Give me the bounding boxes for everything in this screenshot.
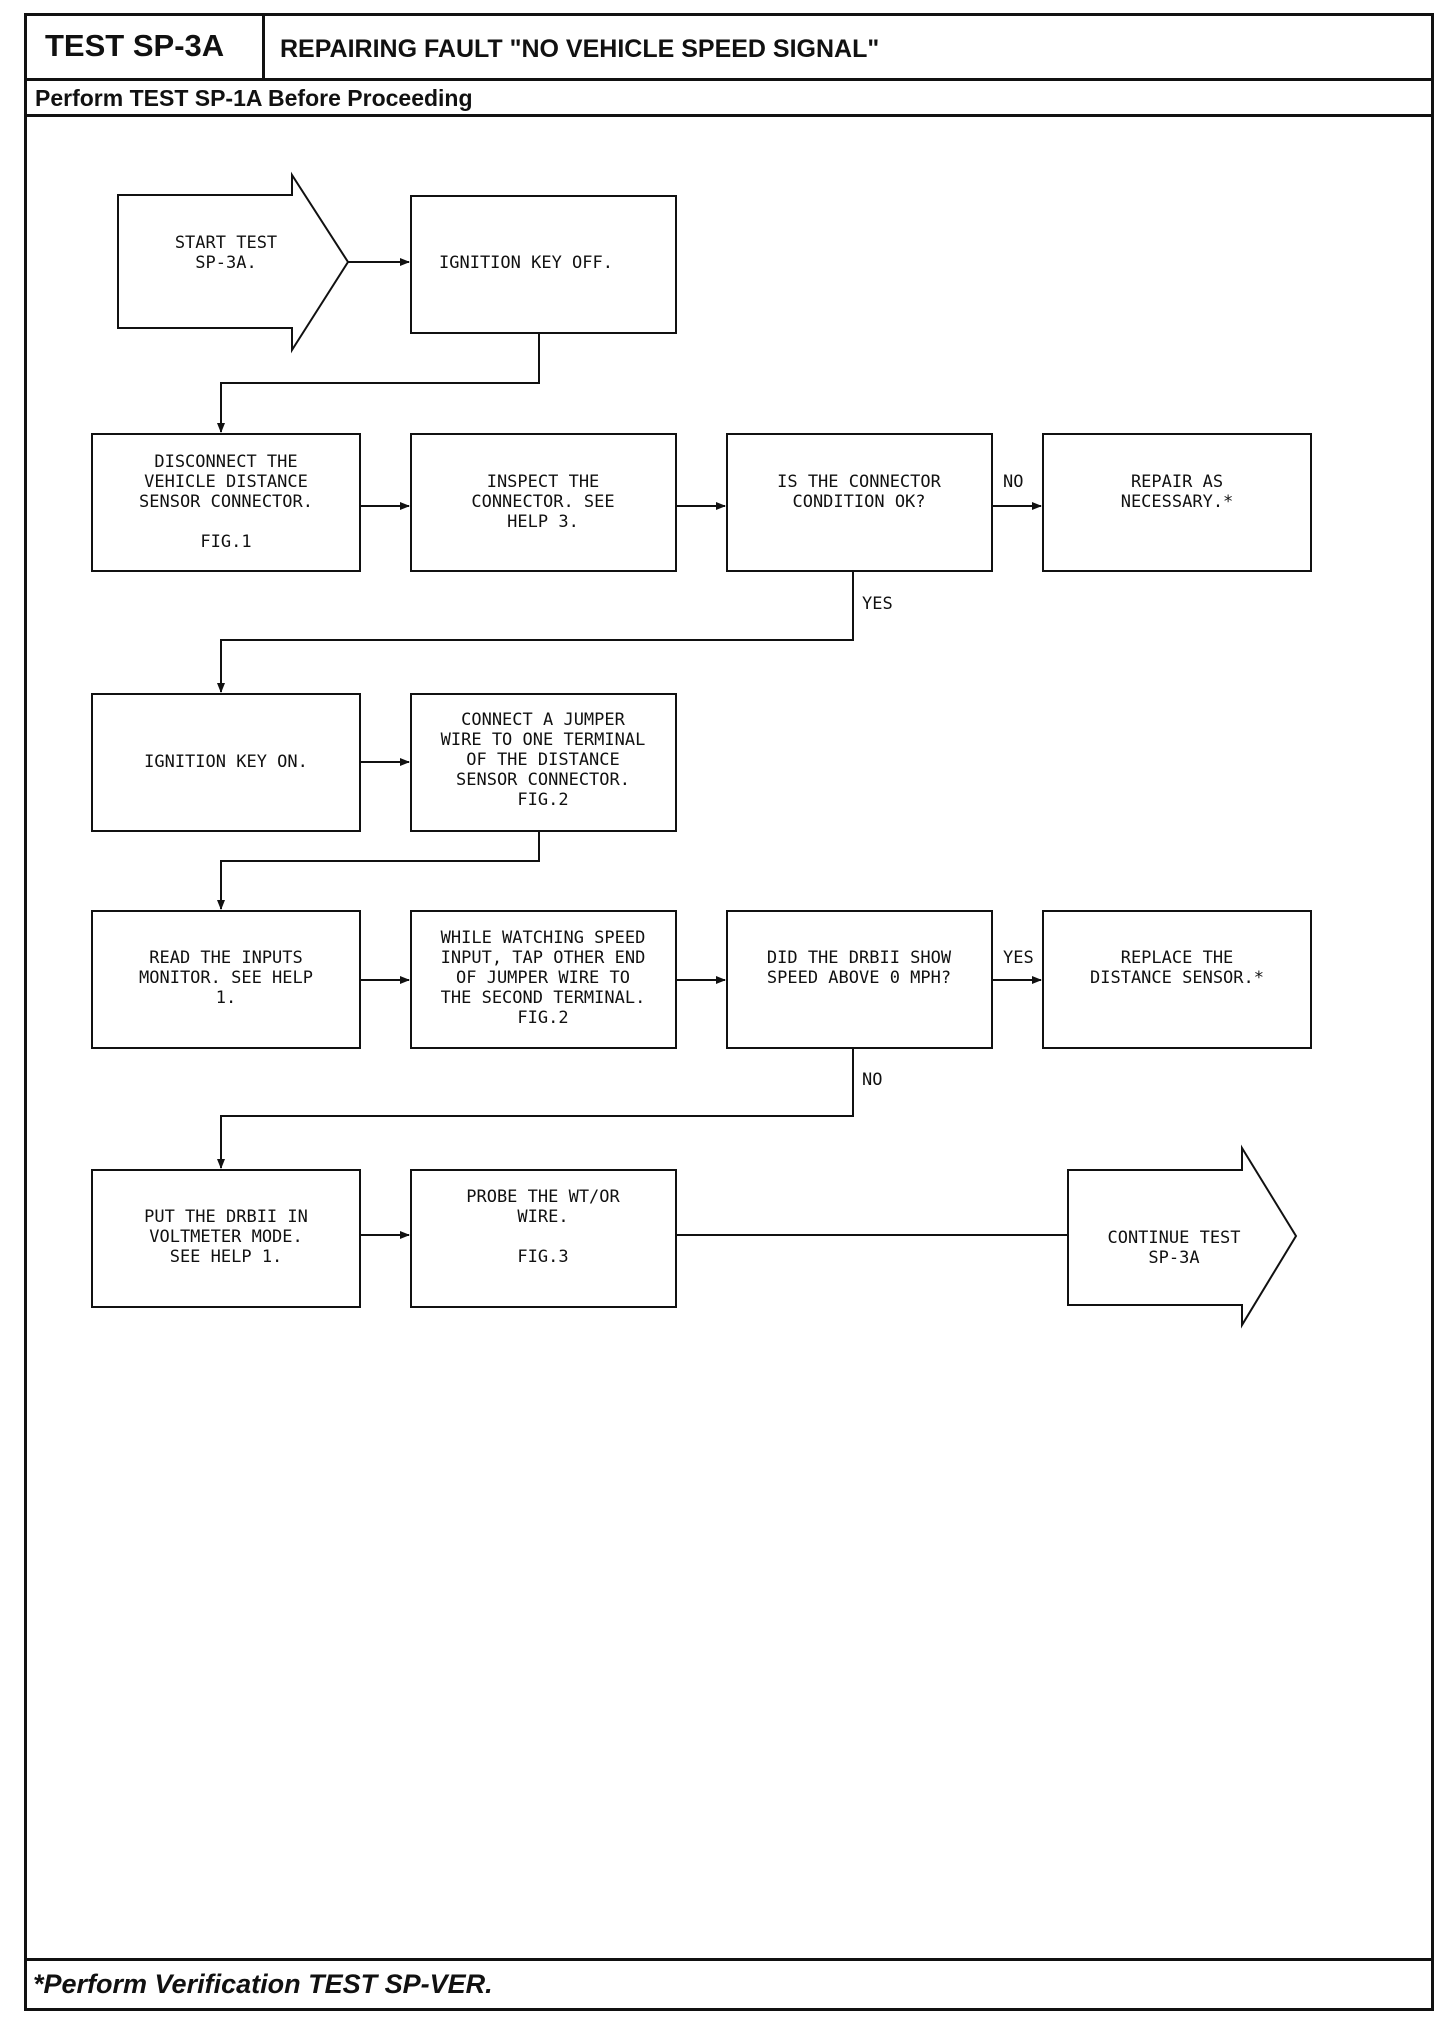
connector-question-to-ignition-on [217, 571, 854, 693]
step-text-line: HELP 3. [507, 512, 579, 532]
test-title: REPAIRING FAULT "NO VEHICLE SPEED SIGNAL… [280, 35, 880, 63]
step-text-line: INSPECT THE [487, 472, 600, 492]
step-text-line: DISTANCE SENSOR.* [1090, 968, 1264, 988]
branch-label-connector-yes: YES [862, 594, 893, 614]
step-text-line: VEHICLE DISTANCE [144, 472, 308, 492]
step-text-line: SP-3A [1148, 1248, 1199, 1268]
ignition-on-text: IGNITION KEY ON. [144, 752, 308, 772]
repair-box [1042, 433, 1312, 572]
branch-label-speed-no: NO [862, 1070, 882, 1090]
connector-off-to-disconnect [217, 333, 540, 433]
step-text-line: WIRE. [517, 1207, 568, 1227]
step-text-line: FIG.2 [517, 1008, 568, 1028]
step-text-line: WIRE TO ONE TERMINAL [441, 730, 646, 750]
step-text-line: 1. [216, 988, 236, 1008]
step-text-line: REPAIR AS [1131, 472, 1223, 492]
step-text-line: SP-3A. [195, 253, 256, 273]
step-text-line: FIG.2 [517, 790, 568, 810]
jumper-box [410, 693, 677, 832]
connector-jumper-to-read [217, 831, 540, 910]
step-text-line: CONTINUE TEST [1107, 1228, 1240, 1248]
step-text-line: IGNITION KEY ON. [144, 752, 308, 772]
step-text-line: READ THE INPUTS [149, 948, 303, 968]
branch-label-speed-yes: YES [1003, 948, 1034, 968]
step-text-line: IS THE CONNECTOR [777, 472, 942, 492]
header-bar: TEST SP-3A REPAIRING FAULT "NO VEHICLE S… [27, 16, 1431, 81]
step-text-line: FIG.1 [200, 532, 251, 552]
step-text-line: SENSOR CONNECTOR. [456, 770, 630, 790]
step-text-line: CONNECTOR. SEE [471, 492, 614, 512]
branch-label-connector-no: NO [1003, 472, 1023, 492]
test-id: TEST SP-3A [27, 16, 265, 78]
voltmeter-box [91, 1169, 361, 1308]
step-text-line: INPUT, TAP OTHER END [441, 948, 646, 968]
page-frame: TEST SP-3A REPAIRING FAULT "NO VEHICLE S… [24, 13, 1434, 2011]
verification-footnote: *Perform Verification TEST SP-VER. [27, 1958, 1431, 2008]
step-text-line: NECESSARY.* [1121, 492, 1234, 512]
ignition-off-box [410, 195, 677, 334]
disconnect-box [91, 433, 361, 572]
step-text-line: IGNITION KEY OFF. [439, 253, 613, 273]
continue-arrow-shape [1067, 1144, 1298, 1329]
inspect-box [410, 433, 677, 572]
step-text-line: SPEED ABOVE 0 MPH? [767, 968, 951, 988]
step-text-line: THE SECOND TERMINAL. [441, 988, 646, 1008]
step-text-line: FIG.3 [517, 1247, 568, 1267]
prerequisite-note: Perform TEST SP-1A Before Proceeding [27, 81, 1431, 117]
step-text-line: OF JUMPER WIRE TO [456, 968, 630, 988]
step-text-line: OF THE DISTANCE [466, 750, 620, 770]
step-text-line: WHILE WATCHING SPEED [441, 928, 646, 948]
step-text-line: VOLTMETER MODE. [149, 1227, 303, 1247]
start-arrow-shape [117, 171, 350, 354]
step-text-line: MONITOR. SEE HELP [139, 968, 313, 988]
step-text-line: CONNECT A JUMPER [461, 710, 626, 730]
step-text-line: PROBE THE WT/OR [466, 1187, 620, 1207]
connector-ok-box [726, 433, 993, 572]
step-text-line: REPLACE THE [1121, 948, 1234, 968]
step-text-line: DID THE DRBII SHOW [767, 948, 952, 968]
step-text-line: PUT THE DRBII IN [144, 1207, 308, 1227]
replace-box [1042, 910, 1312, 1049]
ignition-off-text: IGNITION KEY OFF. [439, 253, 613, 273]
step-text-line: START TEST [175, 233, 277, 253]
connector-question-to-voltmeter [217, 1048, 854, 1169]
step-text-line: DISCONNECT THE [154, 452, 297, 472]
step-text-line: SEE HELP 1. [170, 1247, 283, 1267]
step-text-line: SENSOR CONNECTOR. [139, 492, 313, 512]
probe-box [410, 1169, 677, 1308]
step-text-line: CONDITION OK? [792, 492, 925, 512]
